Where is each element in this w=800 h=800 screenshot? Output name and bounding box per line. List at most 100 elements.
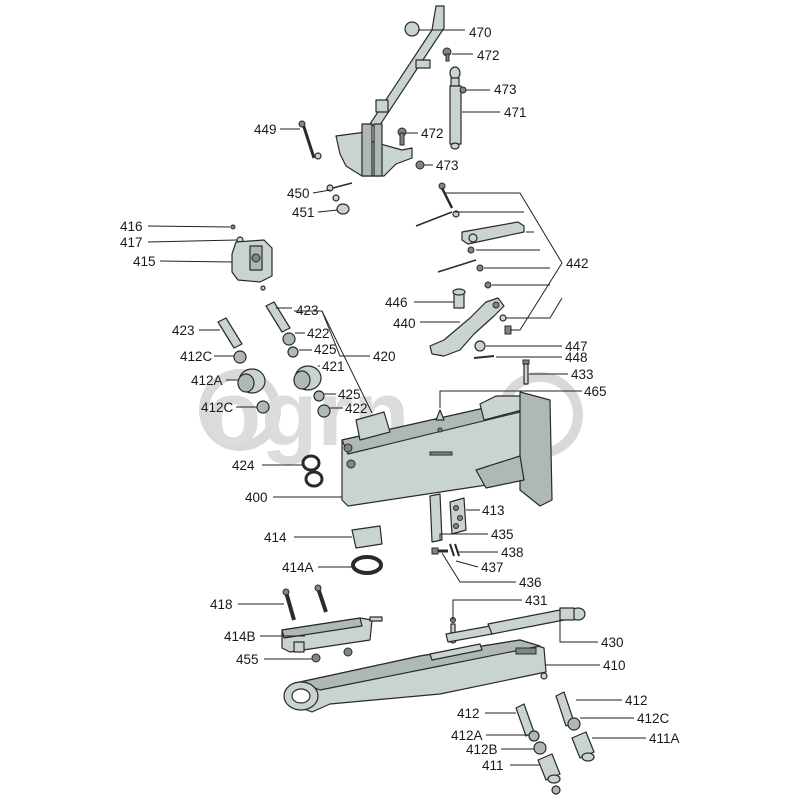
part-473-nut-top — [459, 86, 467, 94]
part-411-bush — [537, 753, 561, 795]
part-455-nut-a — [311, 653, 321, 663]
part-446-pin — [452, 288, 466, 309]
callout-label: 412B — [466, 742, 498, 757]
part-438-pins — [449, 543, 460, 557]
callout-label: 455 — [236, 652, 259, 667]
callout-label: 414B — [224, 629, 256, 644]
part-412A-bush — [237, 368, 266, 394]
part-449-pin — [298, 120, 322, 160]
part-425-nut-a — [287, 346, 299, 358]
part-422-nut-b — [317, 404, 331, 418]
part-400-housing — [341, 391, 553, 507]
callout-label: 431 — [525, 593, 548, 608]
callout-label: 424 — [232, 458, 255, 473]
callout-label: 413 — [482, 503, 505, 518]
callout-label: 412C — [201, 400, 234, 415]
part-418-bolts — [282, 584, 328, 621]
part-435-plate — [429, 493, 443, 543]
part-442-linkage — [415, 182, 525, 289]
callout-label: 412 — [457, 706, 480, 721]
callout-label: 420 — [373, 349, 396, 364]
callout-label: 473 — [494, 82, 517, 97]
callout-label: 450 — [287, 186, 310, 201]
callout-label: 417 — [120, 235, 143, 250]
part-412C-bush-b — [256, 400, 270, 414]
callout-label: 412A — [451, 728, 483, 743]
callout-label: 421 — [322, 359, 345, 374]
part-414A-ring — [351, 555, 383, 575]
callout-label: 433 — [571, 367, 594, 382]
callout-label: 410 — [603, 658, 626, 673]
part-423-pin-left — [217, 317, 243, 349]
callout-label: 412 — [625, 693, 648, 708]
callout-label: 412A — [191, 373, 223, 388]
callout-label: 447 — [565, 339, 588, 354]
callout-label: 448 — [565, 350, 588, 365]
part-448-pin — [473, 355, 495, 359]
callout-label: 430 — [601, 635, 624, 650]
callout-label: 438 — [501, 545, 524, 560]
part-470-lever — [369, 5, 445, 129]
callout-label: 425 — [314, 342, 337, 357]
callout-labels: 470 472 473 471 449 472 473 450 451 416 … — [120, 25, 680, 773]
callout-label: 473 — [436, 158, 459, 173]
part-430-damper — [445, 607, 586, 643]
part-447-ring — [499, 314, 507, 322]
callout-label: 416 — [120, 219, 143, 234]
part-472-bolt-top — [442, 47, 452, 62]
callout-label: 414 — [264, 530, 287, 545]
callout-label: 414A — [282, 560, 314, 575]
part-436-bolt — [431, 547, 448, 555]
part-lever-bracket — [335, 123, 413, 177]
callout-label: 465 — [584, 384, 607, 399]
part-455-nut-b — [343, 647, 353, 657]
callout-label: 446 — [385, 295, 408, 310]
callout-label: 449 — [254, 122, 277, 137]
callout-label: 440 — [393, 316, 416, 331]
callout-label: 435 — [491, 527, 514, 542]
callout-label: 423 — [296, 303, 319, 318]
part-472-bolt-lower — [397, 127, 407, 146]
part-415-block — [230, 224, 273, 291]
callout-label: 415 — [133, 254, 156, 269]
part-451-nut — [336, 203, 350, 215]
callout-label: 472 — [421, 126, 444, 141]
part-471-cylinder — [449, 66, 462, 150]
callout-label: 472 — [477, 48, 500, 63]
part-424-washers — [301, 454, 324, 488]
callout-label: 411A — [649, 731, 680, 746]
callout-label: 451 — [292, 205, 315, 220]
part-414-pad — [351, 525, 383, 549]
part-411A-bush — [571, 731, 595, 762]
part-412C-bush-c — [567, 717, 581, 731]
part-425-nut-b — [313, 390, 325, 402]
callout-label: 437 — [481, 560, 504, 575]
part-450-washer — [326, 182, 353, 202]
part-410-drawbar — [283, 639, 548, 713]
leader-lines — [147, 29, 646, 766]
part-433-bolt — [522, 359, 530, 385]
part-412C-bush-a — [233, 350, 247, 364]
callout-label: 418 — [210, 597, 233, 612]
callout-label: 423 — [172, 323, 195, 338]
part-447-washer — [474, 340, 486, 352]
callout-label: 471 — [504, 105, 527, 120]
callout-label: 412C — [637, 711, 670, 726]
part-412A-washer — [528, 730, 540, 742]
callout-label: 412C — [180, 349, 213, 364]
part-421-bush — [293, 365, 322, 391]
part-423-pin-upper — [265, 301, 291, 333]
part-412B-washer — [533, 741, 547, 755]
callout-label: 470 — [469, 25, 492, 40]
callout-label: 411 — [482, 758, 504, 773]
callout-label: 422 — [307, 326, 330, 341]
callout-label: 442 — [566, 256, 589, 271]
callout-label: 422 — [345, 401, 368, 416]
part-473-nut-lower — [415, 160, 425, 170]
callout-label: 425 — [338, 387, 361, 402]
part-414B-clamp — [281, 616, 383, 653]
callout-label: 436 — [519, 575, 542, 590]
part-413-plate — [449, 497, 467, 535]
